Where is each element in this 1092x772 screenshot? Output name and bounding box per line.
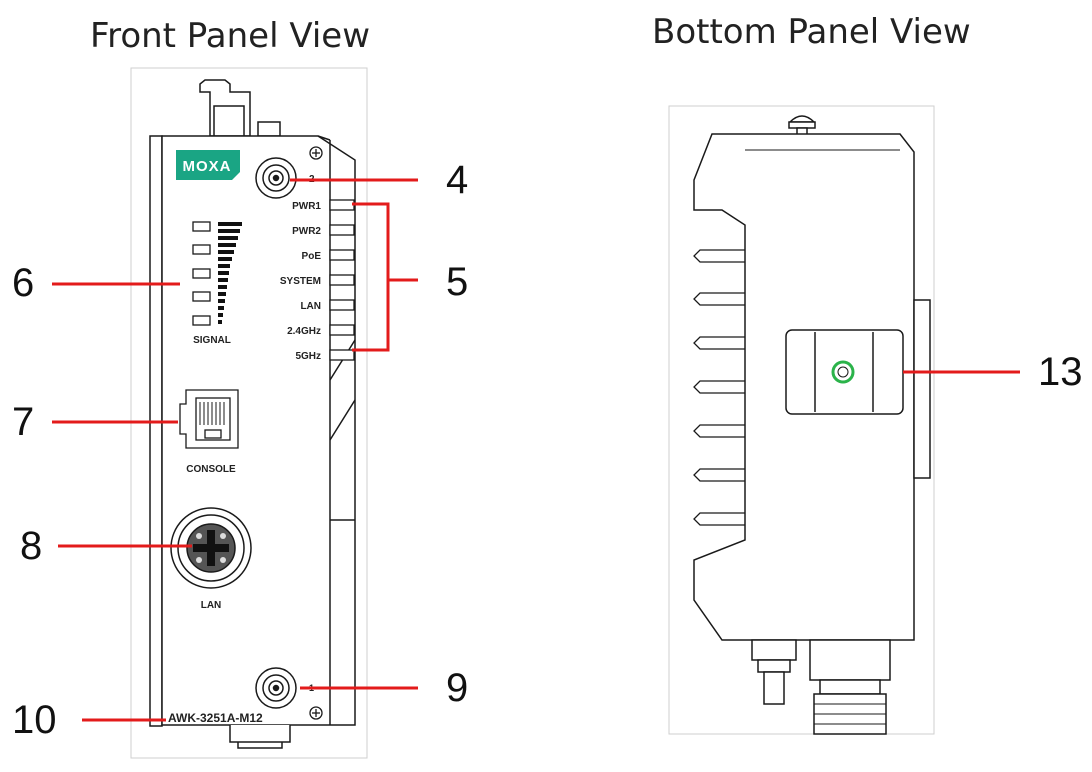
signal-meter: SIGNAL <box>192 221 242 346</box>
led-label-poe: PoE <box>302 251 322 262</box>
led-label-5ghz: 5GHz <box>295 351 321 362</box>
led-label-2-4ghz: 2.4GHz <box>287 326 321 337</box>
callout-13: 13 <box>1038 350 1083 394</box>
model-label: AWK-3251A-M12 <box>168 711 263 725</box>
callout-5: 5 <box>446 260 469 304</box>
screw-icon <box>309 706 323 720</box>
led-lights <box>329 199 355 361</box>
front-panel-device <box>130 67 368 759</box>
callout-4: 4 <box>446 158 469 202</box>
callout-8: 8 <box>20 524 43 568</box>
bottom-panel-title: Bottom Panel View <box>652 12 971 52</box>
lan-m12-connector <box>170 507 252 589</box>
lan-label: LAN <box>201 600 222 611</box>
led-label-lan: LAN <box>300 301 321 312</box>
led-label-pwr2: PWR2 <box>292 226 321 237</box>
callout-6: 6 <box>12 261 35 305</box>
screw-icon <box>309 146 323 160</box>
antenna-connector-1 <box>255 667 297 709</box>
front-panel-title: Front Panel View <box>90 16 371 56</box>
led-label-pwr1: PWR1 <box>292 201 321 212</box>
moxa-logo: MOXA <box>176 150 240 180</box>
signal-label: SIGNAL <box>193 335 231 346</box>
console-label: CONSOLE <box>186 464 236 475</box>
callout-7: 7 <box>12 400 35 444</box>
led-label-system: SYSTEM <box>280 276 321 287</box>
led-panel: PWR1 PWR2 PoE SYSTEM LAN 2.4GHz 5GHz <box>280 201 322 362</box>
console-port <box>179 389 239 449</box>
callout-10: 10 <box>12 698 57 742</box>
antenna-connector-2 <box>255 157 297 199</box>
front-callout-lines <box>52 178 418 722</box>
logo-text: MOXA <box>183 158 232 175</box>
callout-9: 9 <box>446 666 469 710</box>
bottom-panel-device <box>668 105 935 735</box>
reset-button-led <box>831 360 855 384</box>
